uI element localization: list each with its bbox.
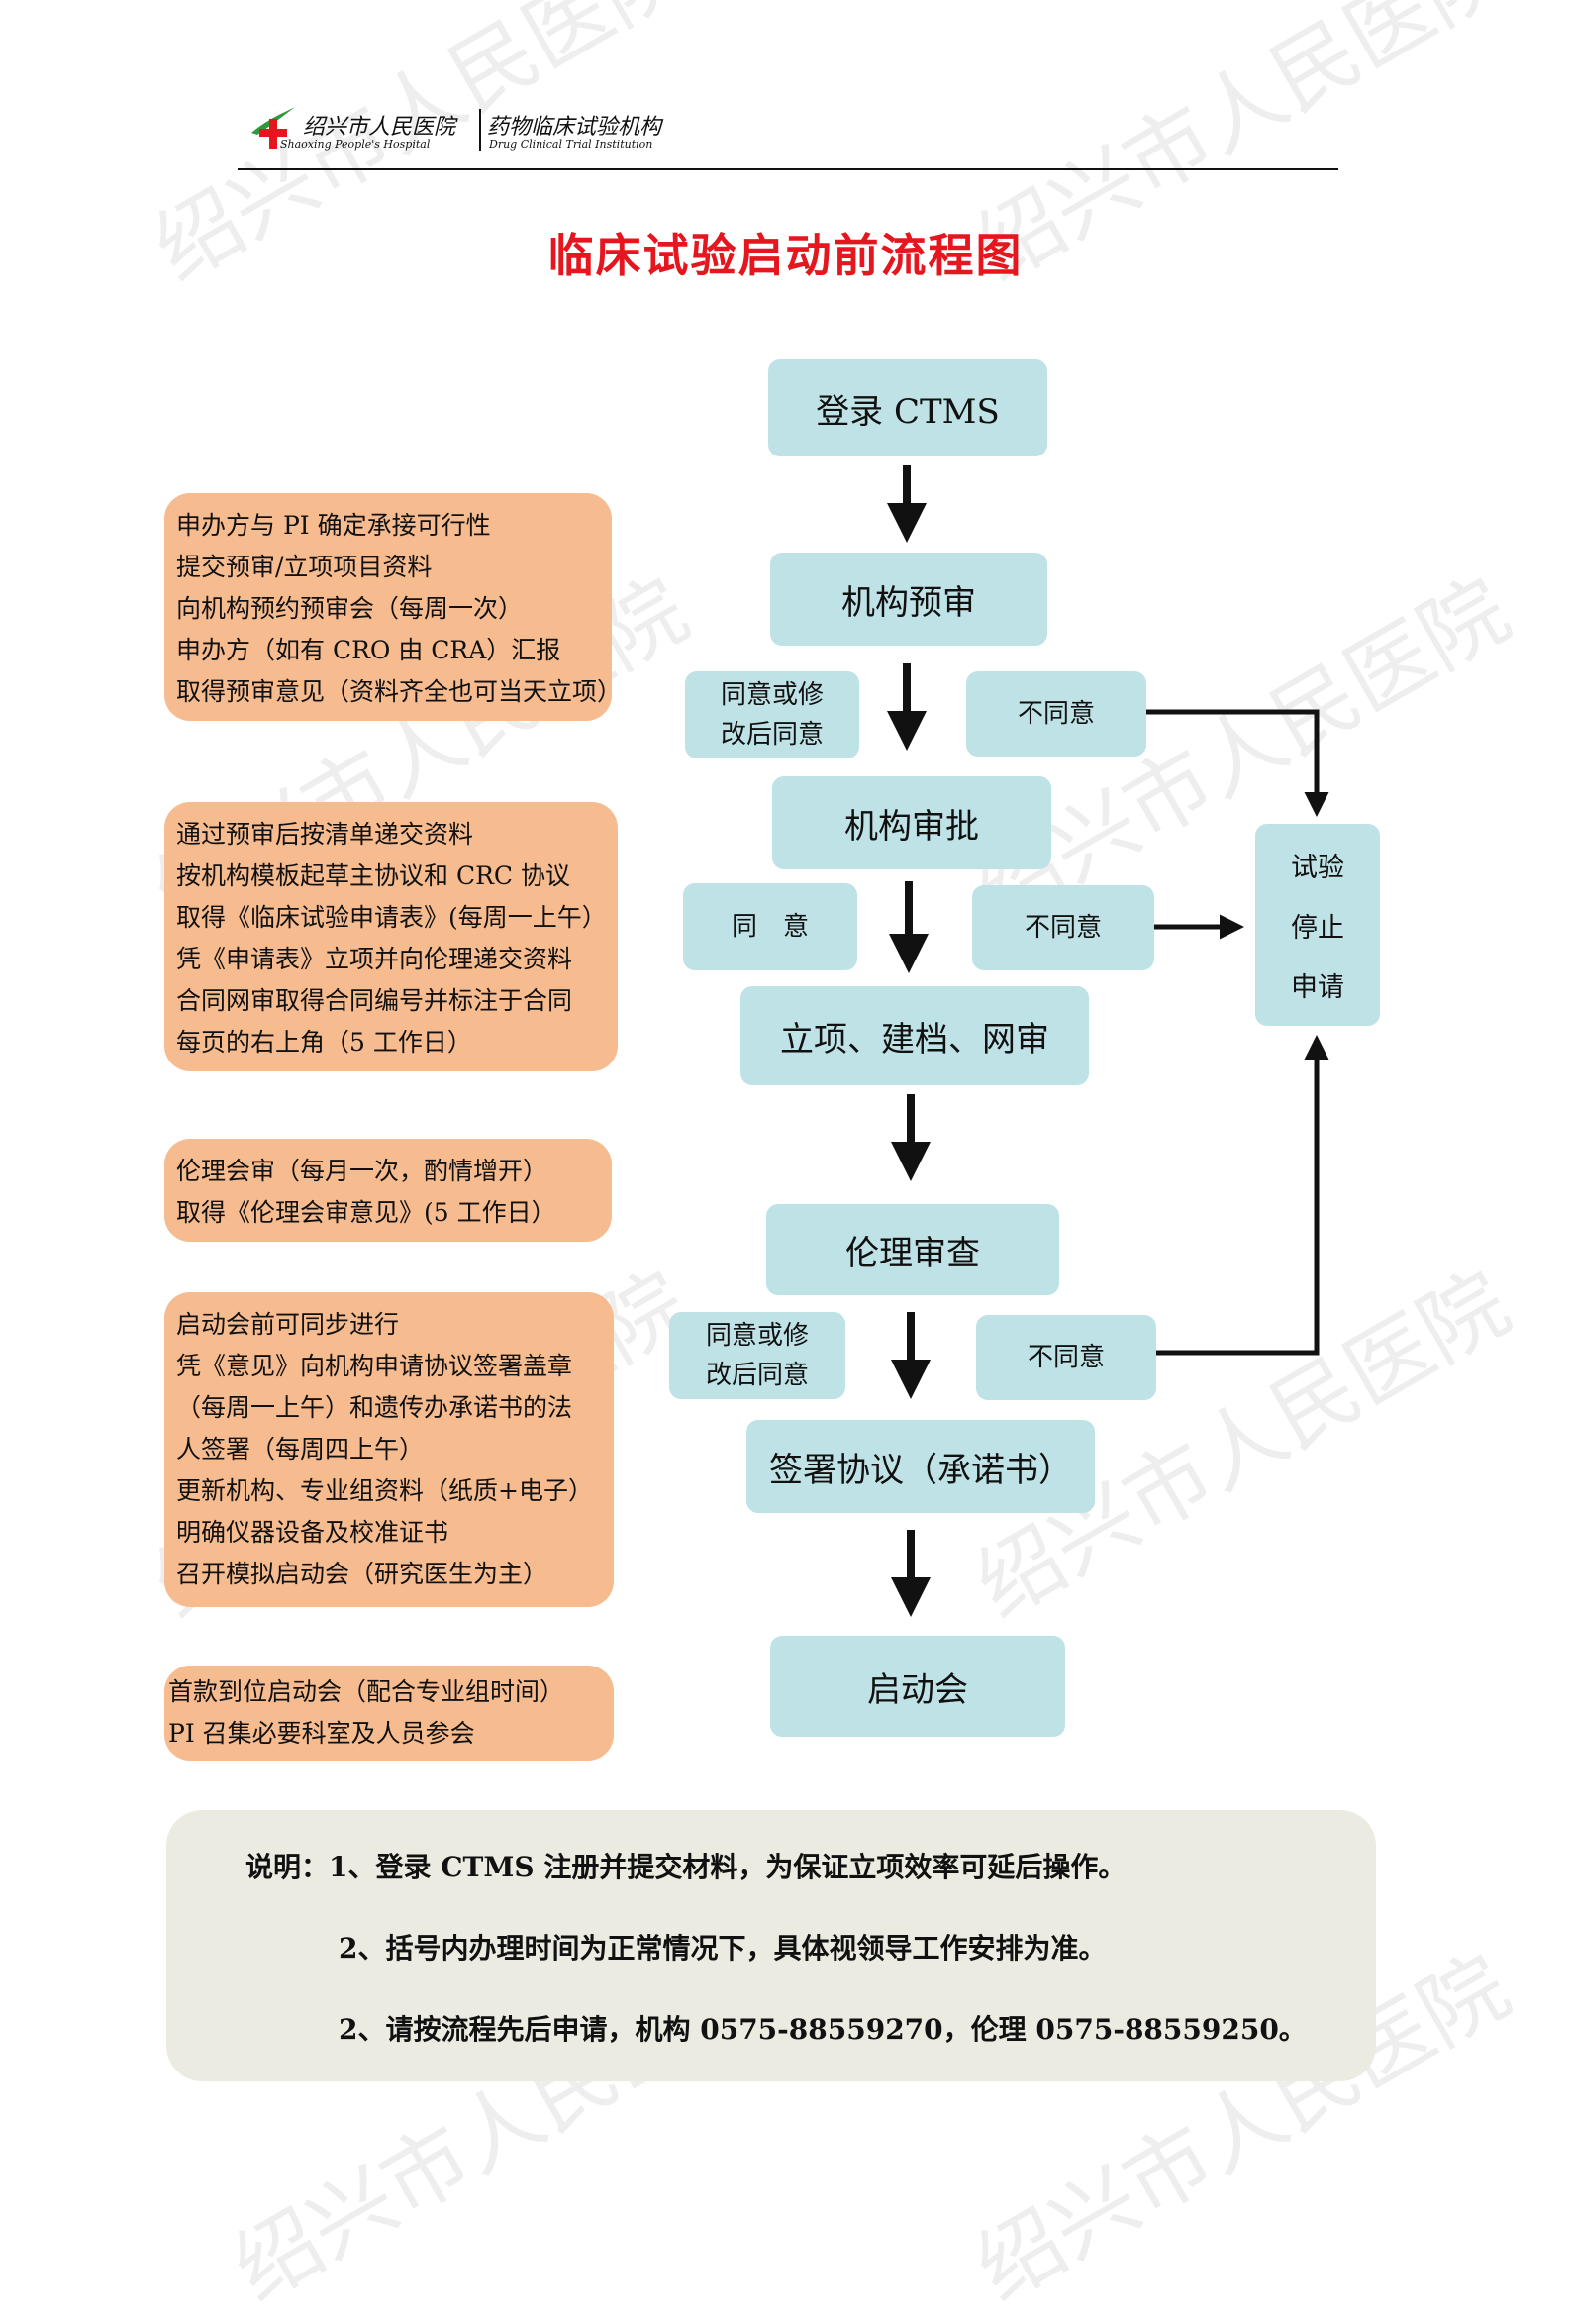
note-line: 更新机构、专业组资料（纸质+电子） (176, 1476, 593, 1505)
page-title: 临床试验启动前流程图 (547, 229, 1024, 282)
note-submission: 通过预审后按清单递交资料 按机构模板起草主协议和 CRC 协议 取得《临床试验申… (164, 802, 618, 1071)
note-line: 凭《申请表》立项并向伦理递交资料 (176, 945, 573, 973)
institution-name-cn: 药物临床试验机构 (487, 115, 662, 140)
note-line: （每周一上午）和遗传办承诺书的法 (176, 1393, 573, 1422)
note-line: 申办方（如有 CRO 由 CRA）汇报 (176, 636, 561, 664)
explanation-panel: 说明：1、登录 CTMS 注册并提交材料，为保证立项效率可延后操作。 2、括号内… (166, 1810, 1376, 2081)
condition-disagree: 不同意 (976, 1315, 1156, 1400)
note-line: 明确仪器设备及校准证书 (176, 1518, 449, 1547)
note-line: 召开模拟启动会（研究医生为主） (176, 1560, 548, 1588)
condition-agree-or-modify: 同意或修 改后同意 (669, 1312, 845, 1399)
note-kickoff: 首款到位启动会（配合专业组时间） PI 召集必要科室及人员参会 (164, 1666, 614, 1761)
note-line: PI 召集必要科室及人员参会 (168, 1719, 475, 1748)
step-institution-pre-review: 机构预审 (770, 553, 1047, 646)
header-rule (238, 168, 1338, 170)
note-pre-review: 申办方与 PI 确定承接可行性 提交预审/立项项目资料 向机构预约预审会（每周一… (164, 493, 623, 721)
note-line: 申办方与 PI 确定承接可行性 (176, 511, 491, 540)
note-line: 合同网审取得合同编号并标注于合同 (176, 986, 573, 1015)
note-line: 向机构预约预审会（每周一次） (176, 594, 524, 623)
step-ethics-review: 伦理审查 (766, 1204, 1059, 1295)
note-ethics: 伦理会审（每月一次，酌情增开） 取得《伦理会审意见》(5 工作日） (164, 1139, 612, 1242)
flow-connectors (887, 465, 1329, 1617)
note-line: 人签署（每周四上午） (176, 1435, 425, 1464)
hospital-name-cn: 绍兴市人民医院 (303, 115, 456, 140)
note-line: 每页的右上角（5 工作日） (176, 1028, 472, 1057)
note-line: 通过预审后按清单递交资料 (176, 820, 474, 849)
note-line: 提交预审/立项项目资料 (176, 553, 433, 581)
explanation-line: 2、请按流程先后申请，机构 0575-88559270，伦理 0575-8855… (339, 2013, 1307, 2046)
step-sign-agreement: 签署协议（承诺书） (746, 1420, 1095, 1513)
stop-request-line: 申请 (1291, 972, 1344, 1004)
step-institution-approval: 机构审批 (772, 776, 1051, 869)
stop-request-line: 试验 (1291, 852, 1344, 883)
condition-disagree: 不同意 (966, 671, 1146, 757)
explanation-line: 说明：1、登录 CTMS 注册并提交材料，为保证立项效率可延后操作。 (245, 1851, 1127, 1883)
condition-disagree: 不同意 (972, 885, 1154, 970)
hospital-logo (247, 103, 301, 152)
step-kickoff-meeting: 启动会 (770, 1636, 1065, 1737)
condition-agree: 同 意 (683, 883, 857, 970)
note-line: 启动会前可同步进行 (176, 1310, 400, 1339)
stop-trial-request: 试验 停止 申请 (1255, 824, 1380, 1026)
note-line: 首款到位启动会（配合专业组时间） (168, 1677, 565, 1706)
explanation-line: 2、括号内办理时间为正常情况下，具体视领导工作安排为准。 (339, 1932, 1107, 1965)
note-line: 伦理会审（每月一次，酌情增开） (176, 1157, 548, 1185)
note-line: 取得《临床试验申请表》(每周一上午） (176, 903, 607, 932)
step-project-setup: 立项、建档、网审 (740, 986, 1089, 1085)
note-line: 按机构模板起草主协议和 CRC 协议 (176, 861, 570, 890)
disagree-to-stop-line (1156, 1035, 1329, 1356)
disagree-to-stop-line (1146, 709, 1329, 817)
header-divider-vertical (479, 109, 481, 151)
note-line: 取得《伦理会审意见》(5 工作日） (176, 1198, 556, 1227)
condition-agree-or-modify: 同意或修 改后同意 (685, 671, 859, 758)
step-login-ctms: 登录 CTMS (768, 359, 1047, 456)
note-agreement: 启动会前可同步进行 凭《意见》向机构申请协议签署盖章 （每周一上午）和遗传办承诺… (164, 1292, 614, 1607)
note-line: 取得预审意见（资料齐全也可当天立项） (176, 677, 623, 706)
stop-request-line: 停止 (1291, 912, 1344, 944)
institution-name-en: Drug Clinical Trial Institution (489, 138, 653, 151)
note-line: 凭《意见》向机构申请协议签署盖章 (176, 1352, 573, 1380)
hospital-name-en: Shaoxing People's Hospital (280, 138, 431, 151)
